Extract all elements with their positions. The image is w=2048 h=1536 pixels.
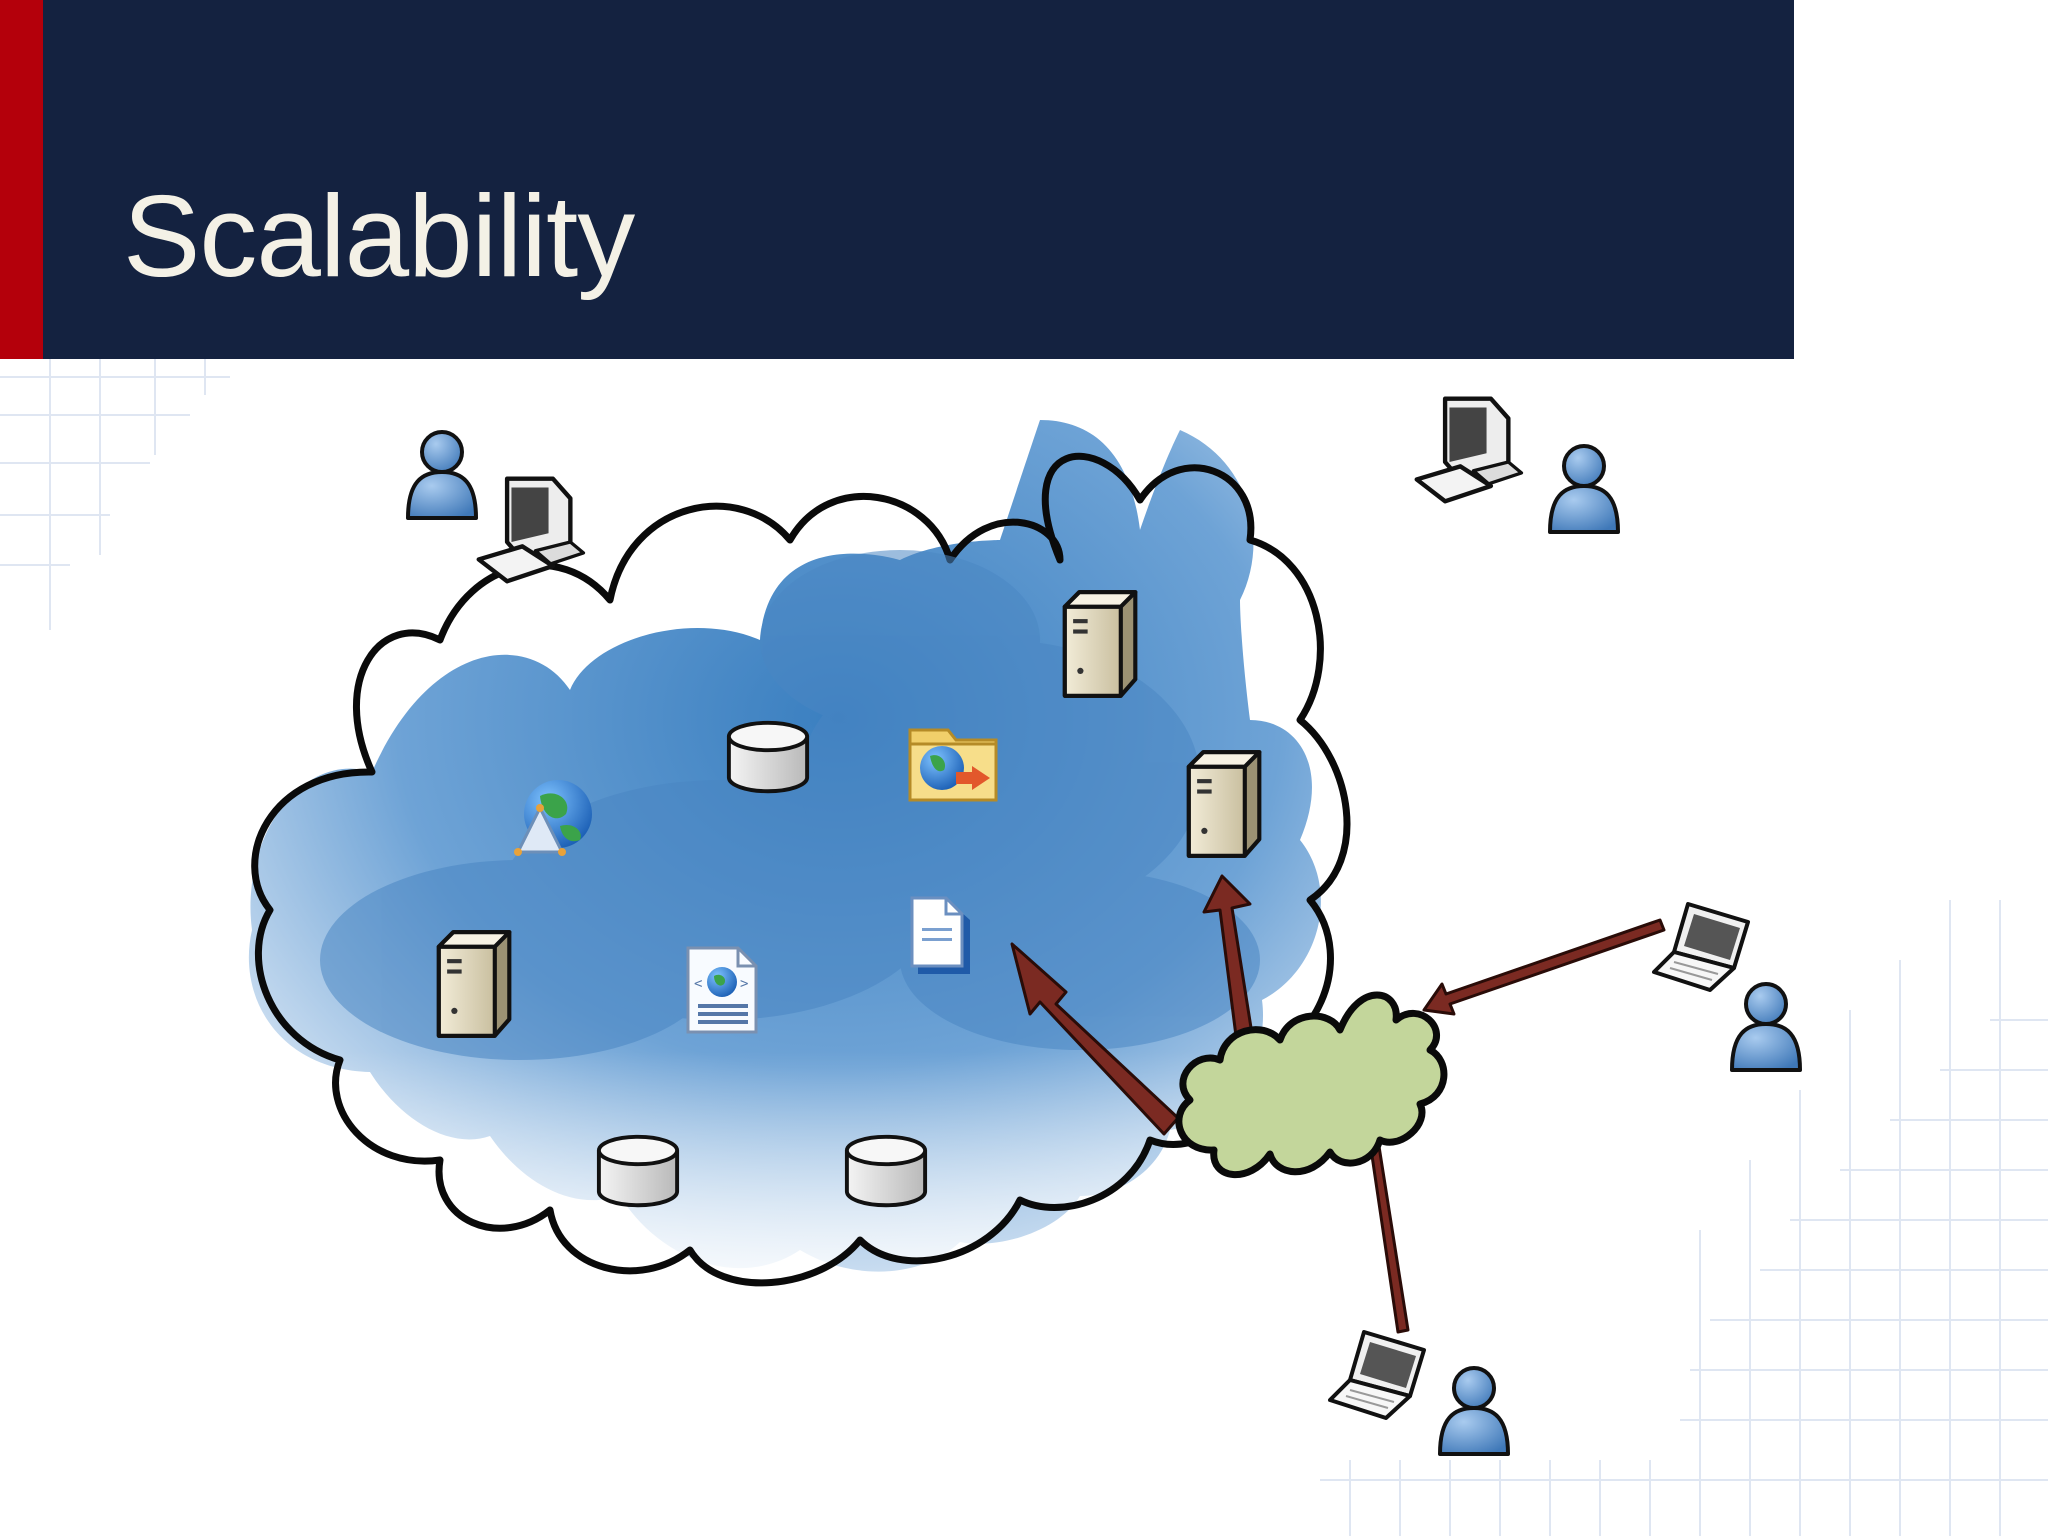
user-icon	[1548, 444, 1620, 534]
globe-service-icon	[514, 780, 592, 856]
web-document-icon: < >	[686, 946, 758, 1034]
database-icon	[726, 720, 810, 794]
cloud-inner-shading	[320, 550, 1260, 1060]
title-banner	[0, 0, 1794, 359]
user-icon	[1730, 982, 1802, 1072]
arrow-to-server	[1202, 874, 1254, 1038]
svg-text:<: <	[694, 976, 702, 992]
database-icon	[596, 1134, 680, 1208]
globe-folder-icon	[908, 728, 998, 802]
database-icon	[844, 1134, 928, 1208]
server-icon	[439, 932, 509, 1036]
gateway-cloud-icon	[1175, 991, 1448, 1179]
document-icon	[910, 896, 970, 974]
laptop-icon	[1652, 902, 1750, 992]
arrow-from-laptop-right	[1422, 918, 1666, 1016]
desktop-computer-icon	[1417, 399, 1522, 502]
arrows	[1010, 874, 1666, 1334]
arrow-to-document	[1010, 942, 1180, 1136]
server-icon	[1189, 752, 1259, 856]
svg-text:>: >	[740, 976, 748, 992]
desktop-computer-icon	[479, 479, 584, 582]
laptop-icon	[1328, 1330, 1426, 1420]
user-icon	[1438, 1366, 1510, 1456]
title-banner-accent	[0, 0, 43, 359]
server-icon	[1065, 592, 1135, 696]
slide-title: Scalability	[123, 171, 635, 301]
user-icon	[406, 430, 478, 520]
